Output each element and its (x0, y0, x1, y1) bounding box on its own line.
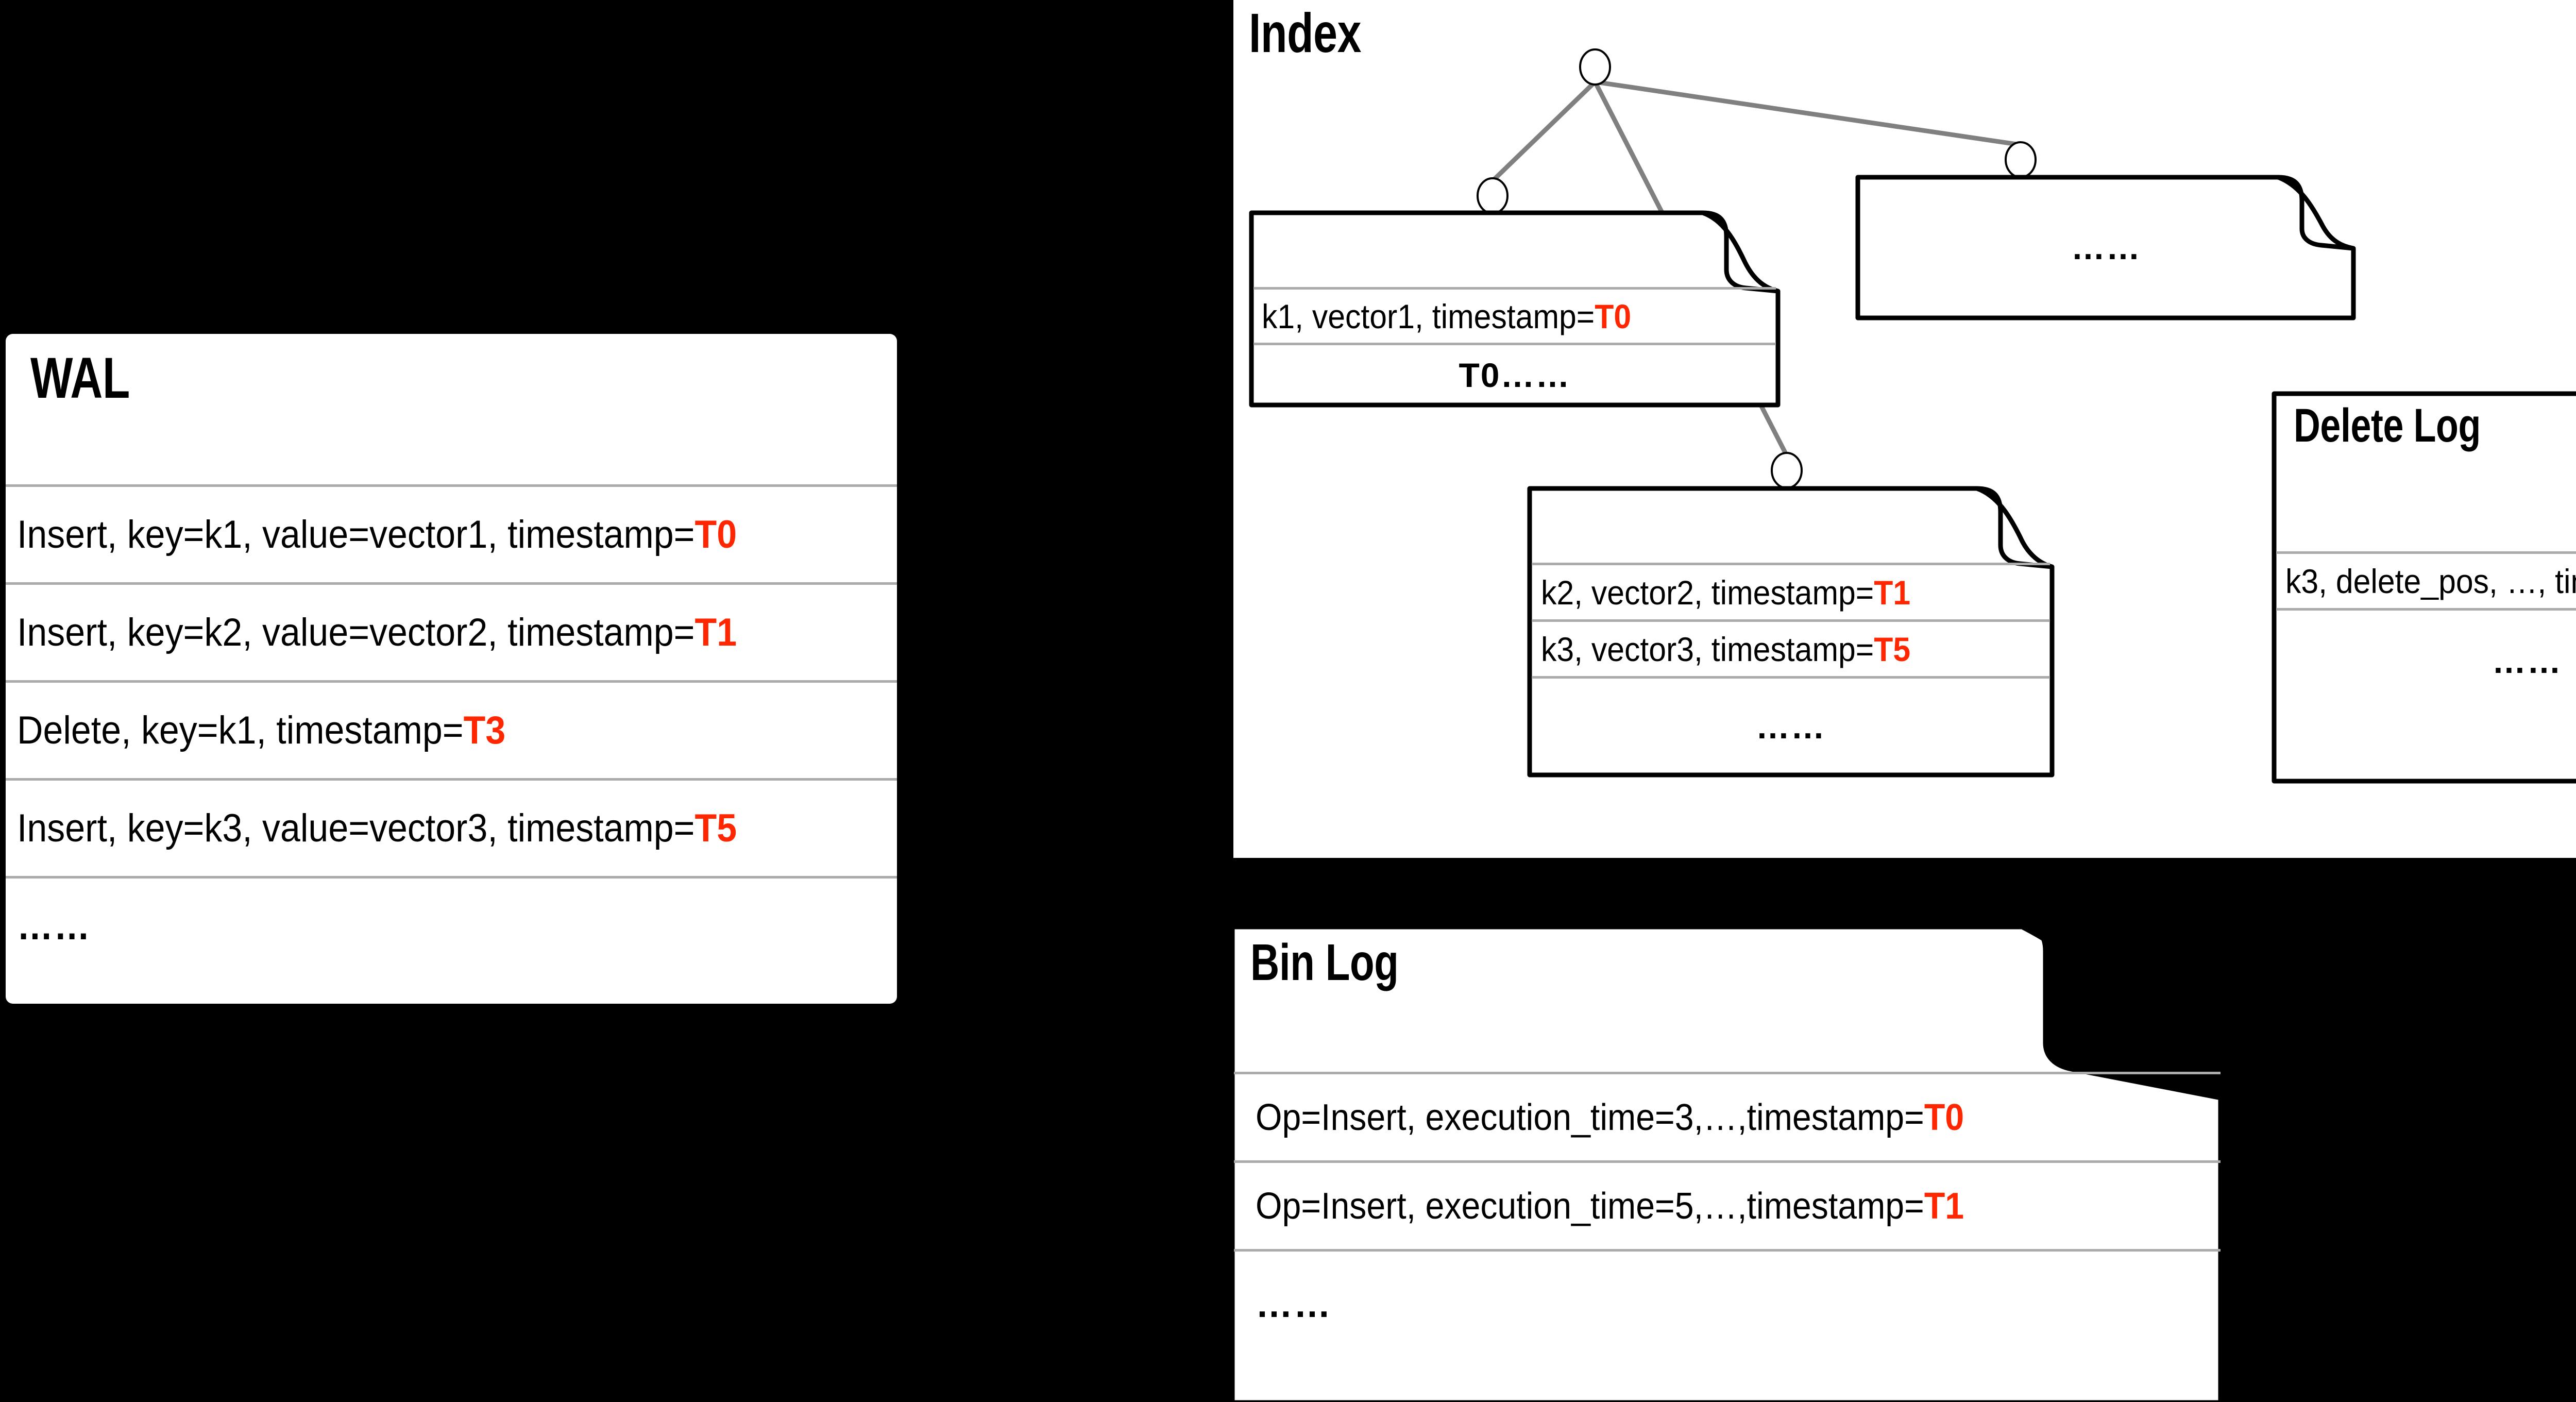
segment-row-text: …… (2071, 228, 2141, 266)
bin-log-panel: Bin Log Op=Insert, execution_time=3,…,ti… (1229, 921, 2226, 1402)
wal-row-ellipsis: …… (6, 876, 897, 974)
wal-panel: WAL Insert, key=k1, value=vector1, times… (6, 334, 897, 1004)
segment-row-text: k1, vector1, timestamp=T0 (1262, 297, 1632, 335)
wal-row: Insert, key=k1, value=vector1, timestamp… (6, 484, 897, 582)
index-segment-k2k3: k2, vector2, timestamp=T1 k3, vector3, t… (1527, 485, 2055, 778)
bin-log-row: Op=Insert, execution_time=5,…,timestamp=… (1234, 1160, 2221, 1249)
segment-row-timestamp: T0 (1595, 297, 1632, 335)
wal-rows: Insert, key=k1, value=vector1, timestamp… (6, 484, 897, 974)
wal-row-text: …… (17, 904, 91, 948)
segment-row-text: k2, vector2, timestamp=T1 (1541, 573, 1911, 612)
wal-row-text: Insert, key=k1, value=vector1, timestamp… (17, 513, 737, 556)
index-segment-more: …… (1855, 174, 2357, 320)
segment-row: k3, vector3, timestamp=T5 (1532, 619, 2050, 676)
delete-log-row: k3, delete_pos, …, timestamp=T3 (2276, 551, 2576, 608)
segment-row-text: T0 (1459, 356, 1501, 394)
delete-log-row-ellipsis: …… (2276, 608, 2576, 711)
segment-row-text: k3, vector3, timestamp=T5 (1541, 630, 1911, 668)
segment-row-timestamp: T5 (1874, 630, 1911, 668)
index-segment-k1-rows: k1, vector1, timestamp=T0 T0 …… (1253, 287, 1776, 404)
delete-log-title: Delete Log (2294, 399, 2481, 452)
index-title: Index (1249, 2, 1362, 64)
delete-log-row-text: …… (2492, 641, 2562, 680)
wal-row: Insert, key=k3, value=vector3, timestamp… (6, 778, 897, 876)
bin-log-row-timestamp: T1 (1924, 1185, 1964, 1227)
delete-log-row-text: k3, delete_pos, …, timestamp=T3 (2285, 562, 2576, 600)
wal-title: WAL (30, 346, 130, 410)
wal-row-timestamp: T5 (694, 806, 737, 850)
segment-row-ellipsis-text: …… (1500, 356, 1571, 394)
segment-row-timestamp: T1 (1874, 573, 1911, 612)
segment-row-text: …… (1756, 707, 1826, 746)
delete-log-panel: Delete Log k3, delete_pos, …, timestamp=… (2272, 391, 2576, 784)
segment-row-ellipsis: …… (1856, 174, 2357, 320)
index-segment-more-rows: …… (1856, 174, 2357, 320)
bin-log-row-ellipsis: …… (1234, 1249, 2221, 1357)
index-segment-k2k3-rows: k2, vector2, timestamp=T1 k3, vector3, t… (1532, 563, 2050, 774)
segment-row-ellipsis: T0 …… (1253, 343, 1776, 404)
bin-log-row-timestamp: T0 (1924, 1096, 1964, 1138)
delete-log-rows: k3, delete_pos, …, timestamp=T3 …… (2276, 551, 2576, 711)
bin-log-rows: Op=Insert, execution_time=3,…,timestamp=… (1234, 1072, 2221, 1357)
segment-row: k2, vector2, timestamp=T1 (1532, 563, 2050, 619)
wal-row: Insert, key=k2, value=vector2, timestamp… (6, 582, 897, 680)
segment-row-ellipsis: …… (1532, 676, 2050, 774)
wal-row-text: Insert, key=k3, value=vector3, timestamp… (17, 806, 737, 850)
segment-row: k1, vector1, timestamp=T0 (1253, 287, 1776, 343)
wal-row-text: Insert, key=k2, value=vector2, timestamp… (17, 611, 737, 654)
wal-row-timestamp: T0 (694, 513, 737, 556)
bin-log-row-text: Op=Insert, execution_time=3,…,timestamp=… (1256, 1096, 1964, 1138)
wal-row-timestamp: T1 (694, 611, 737, 654)
wal-row-timestamp: T3 (463, 708, 506, 752)
bin-log-row-text: …… (1256, 1283, 1332, 1325)
bin-log-row-text: Op=Insert, execution_time=5,…,timestamp=… (1256, 1185, 1964, 1227)
wal-row-text: Delete, key=k1, timestamp=T3 (17, 708, 506, 752)
wal-row: Delete, key=k1, timestamp=T3 (6, 680, 897, 778)
index-segment-k1: k1, vector1, timestamp=T0 T0 …… (1249, 209, 1781, 408)
bin-log-row: Op=Insert, execution_time=3,…,timestamp=… (1234, 1072, 2221, 1160)
bin-log-title: Bin Log (1250, 934, 1399, 991)
